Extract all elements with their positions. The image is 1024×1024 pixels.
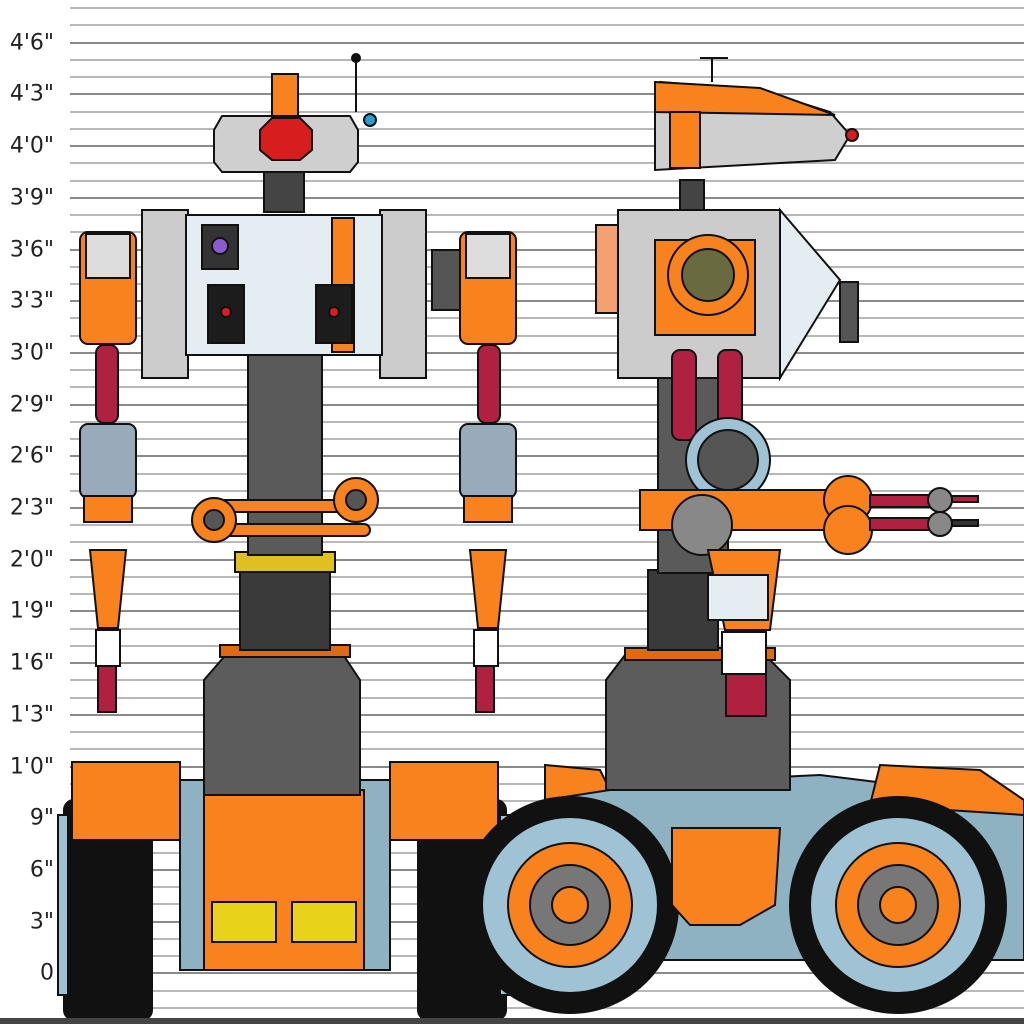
minor-grid-line [70, 593, 1024, 596]
height-label: 3'6" [9, 237, 54, 262]
minor-grid-line [70, 214, 1024, 217]
major-grid-line [70, 248, 1024, 251]
right-fender [389, 761, 499, 841]
major-grid-line [70, 41, 1024, 44]
major-grid-line [70, 713, 1024, 716]
minor-grid-line [70, 489, 1024, 492]
height-label: 2'9" [9, 392, 54, 418]
major-grid-line [70, 610, 1024, 613]
minor-grid-line [70, 127, 1024, 130]
major-grid-line [70, 455, 1024, 458]
minor-grid-line [70, 58, 1024, 61]
height-label: 3'9" [9, 185, 54, 211]
height-label: 3'3" [9, 288, 54, 314]
minor-grid-line [70, 162, 1024, 165]
major-grid-line [70, 403, 1024, 406]
height-label: 4'3" [9, 81, 54, 107]
minor-grid-line [70, 438, 1024, 441]
left-hand [95, 629, 121, 667]
minor-grid-line [70, 282, 1024, 285]
height-label: 2'3" [9, 495, 54, 521]
headlight-right [291, 901, 357, 943]
major-grid-line [70, 351, 1024, 354]
height-label: 1'6" [9, 650, 54, 676]
minor-grid-line [70, 179, 1024, 182]
minor-grid-line [70, 541, 1024, 544]
height-labels: 4'9" 4'6" 4'3" 4'0" 3'9" 3'6" 3'3" 3'0" 2'9" 2'6"… [0, 0, 60, 1024]
side-hand [721, 631, 767, 675]
minor-grid-line [70, 731, 1024, 734]
minor-grid-line [70, 386, 1024, 389]
shoulder-right [379, 209, 427, 379]
minor-grid-line [70, 369, 1024, 372]
minor-grid-line [70, 24, 1024, 27]
minor-grid-line [70, 231, 1024, 234]
height-label: 1'3" [9, 702, 54, 728]
minor-grid-line [70, 748, 1024, 751]
minor-grid-line [70, 627, 1024, 630]
minor-grid-line [70, 265, 1024, 268]
minor-grid-line [70, 524, 1024, 527]
minor-grid-line [70, 76, 1024, 79]
neck-column [247, 354, 323, 556]
side-extended-arm [639, 489, 831, 531]
minor-grid-line [70, 7, 1024, 10]
major-grid-line [70, 300, 1024, 303]
side-claw-upper [927, 487, 953, 513]
major-grid-line [70, 196, 1024, 199]
front-view-robot [57, 53, 517, 1021]
minor-grid-line [70, 644, 1024, 647]
major-grid-line [70, 93, 1024, 96]
minor-grid-line [70, 420, 1024, 423]
right-hand [473, 629, 499, 667]
height-label: 1'0" [9, 754, 54, 779]
height-label: 6" [29, 857, 54, 883]
height-label: 2'0" [9, 547, 54, 573]
height-label: 4'6" [9, 30, 54, 56]
height-label: 4'0" [9, 133, 54, 159]
minor-grid-line [70, 575, 1024, 578]
minor-grid-line [70, 679, 1024, 682]
height-label: 2'6" [9, 443, 54, 469]
height-label: 4'9" [0, 0, 54, 4]
minor-grid-line [70, 317, 1024, 320]
side-view-robot [461, 57, 1024, 1014]
height-label: 1'9" [9, 598, 54, 624]
lower-torso [203, 649, 361, 796]
piston-column [239, 569, 331, 651]
left-elbow [79, 423, 137, 499]
headlight-left [211, 901, 277, 943]
side-claw-lower [927, 511, 953, 537]
left-fender [71, 761, 181, 841]
bottom-bar [0, 1018, 1024, 1024]
major-grid-line [70, 507, 1024, 509]
height-label: 9" [29, 805, 54, 831]
height-label: 0 [40, 960, 54, 986]
minor-grid-line [70, 472, 1024, 475]
minor-grid-line [70, 110, 1024, 113]
shoulder-left [141, 209, 189, 379]
major-grid-line [70, 558, 1024, 561]
major-grid-line [70, 662, 1024, 665]
eye [259, 117, 313, 161]
right-elbow [459, 423, 517, 499]
minor-grid-line [70, 334, 1024, 337]
major-grid-line [70, 145, 1024, 148]
minor-grid-line [70, 696, 1024, 699]
height-label: 3'0" [9, 340, 54, 366]
height-label: 3" [29, 909, 54, 935]
